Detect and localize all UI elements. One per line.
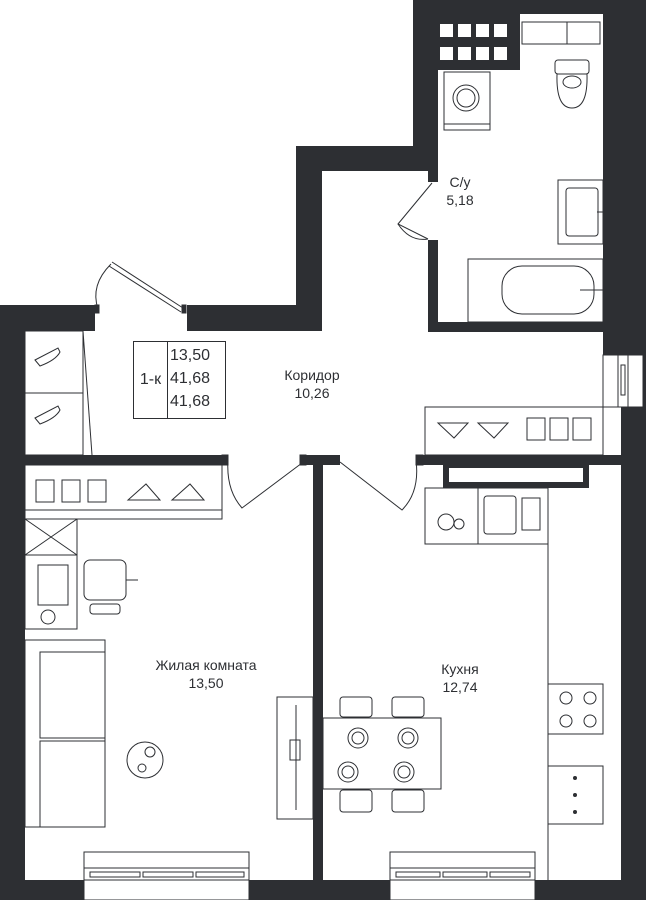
wall-mid-vertical (313, 455, 323, 900)
room-label-kitchen: Кухня 12,74 (420, 660, 500, 696)
sink-icon (557, 179, 606, 245)
wardrobe-corridor-right (424, 406, 604, 456)
wall-corridor-upper (296, 146, 432, 331)
room-name-corridor: Коридор (284, 367, 340, 383)
office-chair-icon (83, 559, 138, 615)
wardrobe-living (24, 464, 223, 520)
living-area-value: 13,50 (170, 347, 211, 364)
sofa-icon (24, 639, 106, 828)
wall-bathroom-left-lower (428, 240, 438, 332)
wardrobe-corridor-left (24, 330, 93, 456)
cabinet-marks (573, 776, 577, 814)
kitchen-cabinet (547, 765, 604, 825)
window-bottom-right (389, 851, 536, 900)
stove-icon (547, 683, 604, 735)
kitchen-door (339, 454, 424, 511)
coffee-table-icon (126, 741, 164, 779)
room-name-kitchen: Кухня (441, 661, 479, 677)
total-area-value: 41,68 (170, 370, 211, 387)
bathroom-door (397, 182, 433, 240)
wall-top-block (413, 0, 603, 14)
room-area-bathroom: 5,18 (446, 192, 474, 208)
room-label-living: Жилая комната 13,50 (136, 656, 276, 692)
wall-living-top (25, 455, 222, 465)
room-area-living: 13,50 (188, 675, 224, 691)
apartment-type: 1-к (134, 342, 168, 418)
living-door (221, 454, 307, 509)
room-label-corridor: Коридор 10,26 (262, 366, 362, 402)
room-area-corridor: 10,26 (294, 385, 330, 401)
dining-table-icon (322, 696, 442, 813)
wall-bathroom-bottom (428, 322, 606, 332)
room-name-bathroom: С/у (449, 174, 471, 190)
wall-right-upper (603, 0, 646, 355)
room-label-bathroom: С/у 5,18 (430, 173, 490, 209)
entrance-door (94, 261, 187, 314)
window-right (602, 354, 644, 408)
total-area-value-2: 41,68 (170, 393, 211, 410)
kitchen-niche (443, 462, 589, 488)
wall-bathroom-left (428, 146, 438, 182)
toilet-icon (554, 59, 590, 109)
wall-kitchen-top (423, 455, 621, 465)
room-name-living: Жилая комната (155, 657, 257, 673)
apartment-summary: 1-к 13,50 41,68 41,68 (133, 341, 226, 419)
desk-icon (24, 518, 78, 630)
window-bottom-left (83, 851, 250, 900)
tv-stand-icon (276, 696, 314, 820)
room-area-kitchen: 12,74 (442, 679, 478, 695)
area-values: 13,50 41,68 41,68 (170, 344, 226, 413)
washing-machine-icon (443, 71, 491, 131)
bathtub-icon (467, 258, 606, 323)
